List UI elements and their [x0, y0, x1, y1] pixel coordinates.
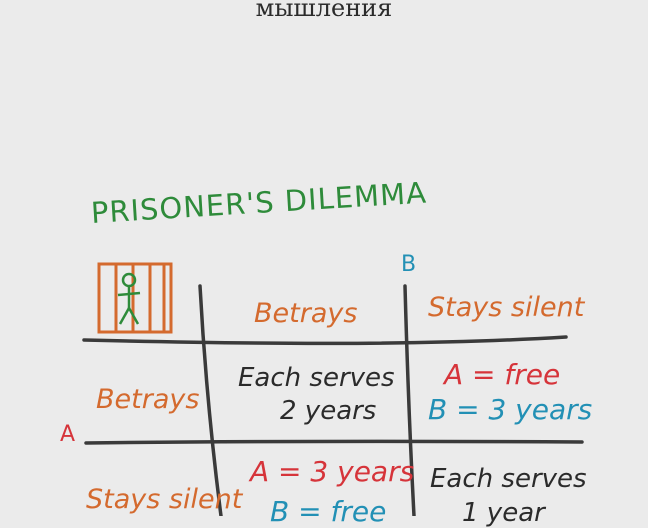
cell-betray-silent-line1: A = free	[444, 358, 561, 391]
player-a-label: A	[60, 422, 76, 447]
cell-silent-silent-line1: Each serves	[430, 464, 587, 494]
cell-betray-betray-line1: Each serves	[238, 363, 395, 393]
matrix-grid	[82, 284, 584, 516]
cell-silent-betray-line2: B = free	[270, 495, 387, 528]
grid-line-top	[82, 335, 568, 346]
cell-silent-silent-line2: 1 year	[462, 498, 545, 528]
cell-silent-betray-line1: A = 3 years	[250, 455, 415, 488]
grid-line-left	[198, 284, 223, 516]
player-b-label: B	[401, 252, 417, 277]
column-header-stays-silent: Stays silent	[428, 292, 585, 323]
grid-line-middle	[84, 439, 584, 445]
page-caption: мышления	[255, 0, 393, 22]
prisoner-in-cell-icon	[97, 262, 173, 334]
grid-line-right	[403, 284, 416, 516]
cell-betray-betray-line2: 2 years	[280, 396, 377, 426]
cell-betray-silent-line2: B = 3 years	[428, 393, 593, 426]
column-header-betrays: Betrays	[254, 298, 358, 329]
row-header-betrays: Betrays	[96, 384, 200, 415]
row-header-stays-silent: Stays silent	[86, 484, 243, 515]
